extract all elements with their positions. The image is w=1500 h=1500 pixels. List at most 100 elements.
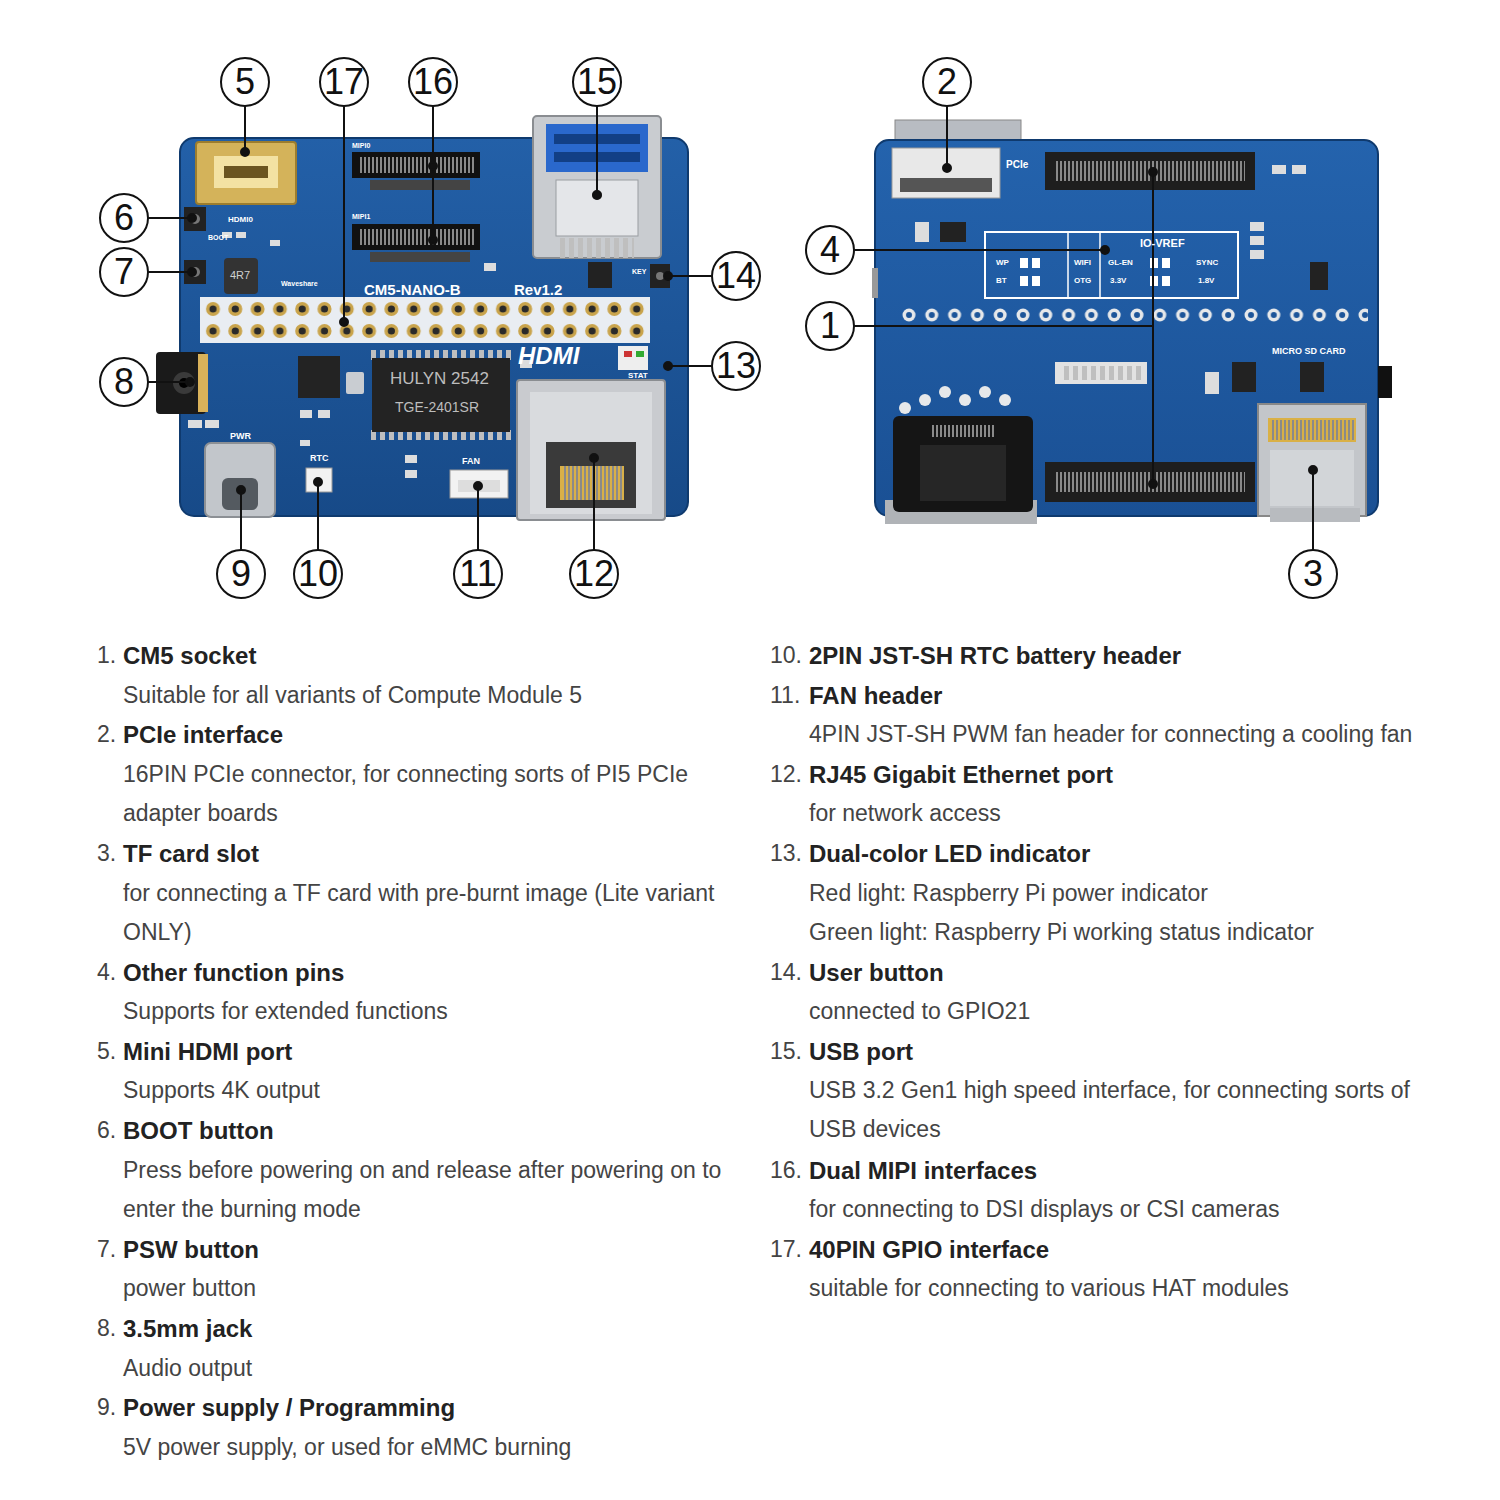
leader-lines	[477, 486, 479, 550]
silkscreen-text: CM5-NANO-B	[364, 282, 461, 297]
leader-lines	[429, 162, 437, 170]
leader-lines	[148, 106, 1317, 550]
function-pin-block	[1099, 232, 1101, 298]
back-components	[1272, 165, 1286, 174]
psw-button	[184, 260, 206, 284]
feature-name: Dual MIPI interfaces	[809, 1151, 1449, 1191]
pcie-connector	[900, 178, 992, 192]
mini-hdmi-port	[224, 166, 268, 178]
small-components	[300, 440, 310, 446]
leader-lines	[854, 249, 1105, 251]
leader-lines	[148, 381, 190, 383]
silkscreen-text: Waveshare	[281, 280, 318, 287]
leader-lines	[148, 217, 192, 219]
back-components	[1292, 165, 1306, 174]
function-pin-block	[1020, 276, 1028, 286]
rj45-port	[562, 466, 622, 500]
feature-name: USB port	[809, 1032, 1449, 1072]
gpio-header	[200, 297, 650, 343]
boot-button	[184, 207, 206, 231]
silkscreen-text: OTG	[1074, 277, 1091, 285]
audio-jack	[198, 354, 208, 412]
leader-lines	[429, 236, 437, 244]
rj45-port-back	[930, 425, 996, 437]
small-components	[270, 240, 280, 246]
small-components	[346, 372, 364, 394]
silkscreen-text: BOOT	[208, 234, 228, 241]
feature-name: Dual-color LED indicator	[809, 834, 1449, 874]
mipi-connector	[358, 157, 474, 173]
mini-hdmi-port	[214, 156, 278, 188]
feature-description: for network access	[809, 794, 1449, 834]
silkscreen-text: FAN	[462, 457, 480, 466]
leader-lines	[241, 148, 249, 156]
mipi-connector	[370, 252, 470, 262]
silkscreen-text: SYNC	[1196, 259, 1218, 267]
list-number: 10.	[770, 636, 810, 676]
feature-description: Audio output	[123, 1349, 753, 1389]
mini-hdmi-port	[196, 142, 296, 204]
rj45-port	[546, 442, 636, 508]
function-pin-block	[1162, 258, 1170, 268]
back-board	[1378, 366, 1392, 398]
feature-description: Suitable for all variants of Compute Mod…	[123, 676, 753, 716]
status-led	[618, 346, 648, 370]
leader-lines	[317, 482, 319, 550]
small-components	[405, 470, 417, 478]
ethernet-transformer	[372, 358, 510, 432]
function-pin-block	[985, 232, 1238, 298]
leader-lines	[593, 458, 595, 550]
leader-lines	[188, 214, 196, 222]
feature-name: RJ45 Gigabit Ethernet port	[809, 755, 1449, 795]
user-button	[656, 272, 664, 280]
feature-description: Supports for extended functions	[123, 992, 753, 1032]
mipi-connector	[352, 224, 480, 250]
rj45-port	[517, 380, 665, 520]
rj45-port-back	[893, 416, 1033, 512]
back-components	[1055, 362, 1147, 384]
back-components	[1250, 222, 1264, 231]
leader-lines	[240, 490, 242, 550]
feature-name: 3.5mm jack	[123, 1309, 763, 1349]
leader-lines	[237, 486, 245, 494]
feature-description: 5V power supply, or used for eMMC burnin…	[123, 1428, 753, 1468]
leader-lines	[186, 378, 194, 386]
leader-lines	[343, 106, 345, 322]
feature-name: TF card slot	[123, 834, 763, 874]
leader-lines	[474, 482, 482, 490]
feature-description: power button	[123, 1269, 753, 1309]
callout-number: 16	[403, 58, 463, 106]
function-pin-block	[1032, 258, 1040, 268]
rj45-port	[560, 466, 624, 500]
function-pin-block	[985, 232, 1238, 298]
silkscreen-text: MIPI0	[352, 142, 370, 149]
back-components	[1232, 362, 1256, 392]
back-components	[1205, 372, 1219, 394]
psw-button	[184, 260, 206, 284]
list-number: 15.	[770, 1032, 810, 1072]
leader-lines	[1309, 466, 1317, 474]
silkscreen-text: 1.8V	[1198, 277, 1214, 285]
feature-name: Power supply / Programming	[123, 1388, 763, 1428]
gpio-header	[200, 297, 650, 343]
silkscreen-text: HDMI0	[228, 216, 253, 224]
back-components	[898, 304, 1368, 326]
leader-lines	[668, 275, 712, 277]
status-led	[618, 346, 648, 370]
cm5-socket	[1055, 161, 1245, 181]
small-components	[224, 258, 258, 294]
back-components	[1310, 262, 1328, 290]
silkscreen-text: HDMI	[518, 344, 579, 368]
mipi-connector	[352, 152, 480, 262]
feature-description: 16PIN PCIe connector, for connecting sor…	[123, 755, 753, 834]
feature-name: Mini HDMI port	[123, 1032, 763, 1072]
silkscreen-text: KEY	[632, 268, 646, 275]
callout-number: 3	[1283, 550, 1343, 598]
feature-description: USB 3.2 Gen1 high speed interface, for c…	[809, 1071, 1449, 1150]
function-pin-block	[1032, 276, 1040, 286]
feature-name: User button	[809, 953, 1449, 993]
list-number: 16.	[770, 1151, 810, 1191]
callout-circles	[100, 58, 1337, 598]
back-board	[872, 268, 878, 298]
back-components	[915, 222, 929, 242]
